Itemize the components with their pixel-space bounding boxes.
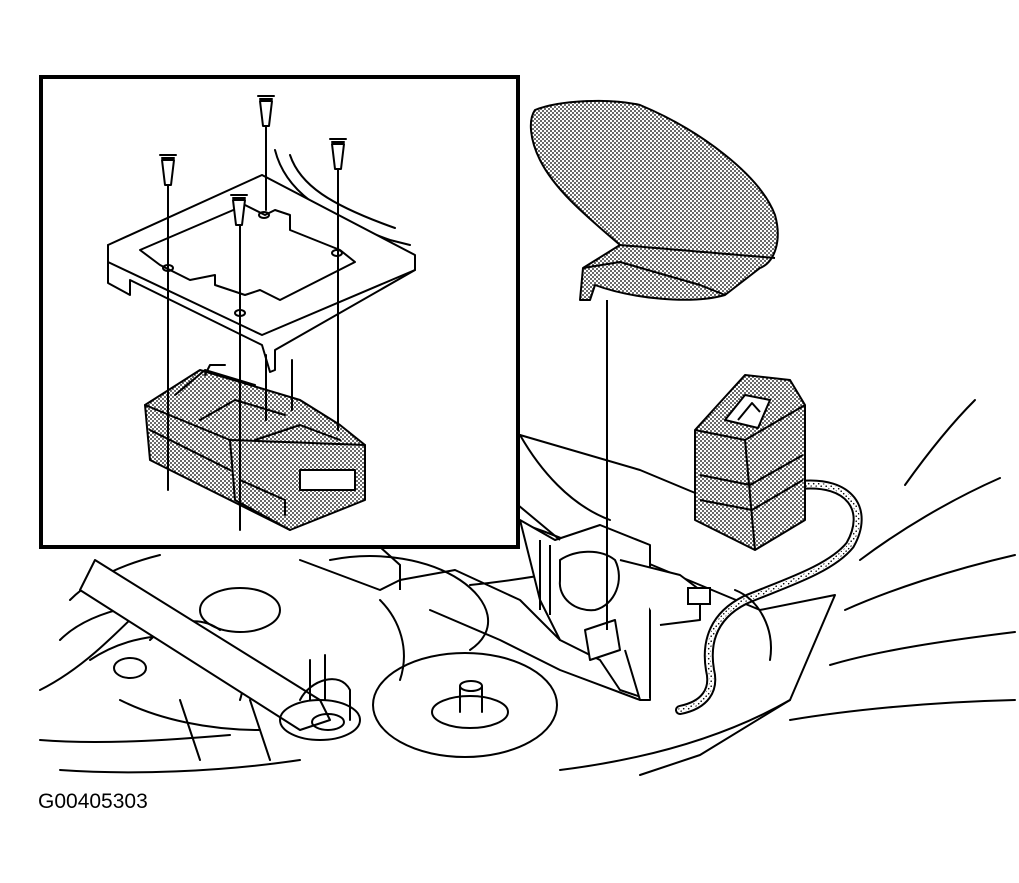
screw-set <box>159 95 347 226</box>
relay-module <box>694 374 806 551</box>
wire-harness <box>675 479 863 715</box>
screw-leader-lines <box>167 125 339 531</box>
fuse-block <box>144 364 366 531</box>
mounting-bracket <box>519 519 701 701</box>
inset-contents <box>107 95 416 531</box>
engine-bay-outline <box>39 399 1016 776</box>
fuse-box-cover <box>529 99 779 301</box>
figure-code: G00405303 <box>38 790 148 813</box>
